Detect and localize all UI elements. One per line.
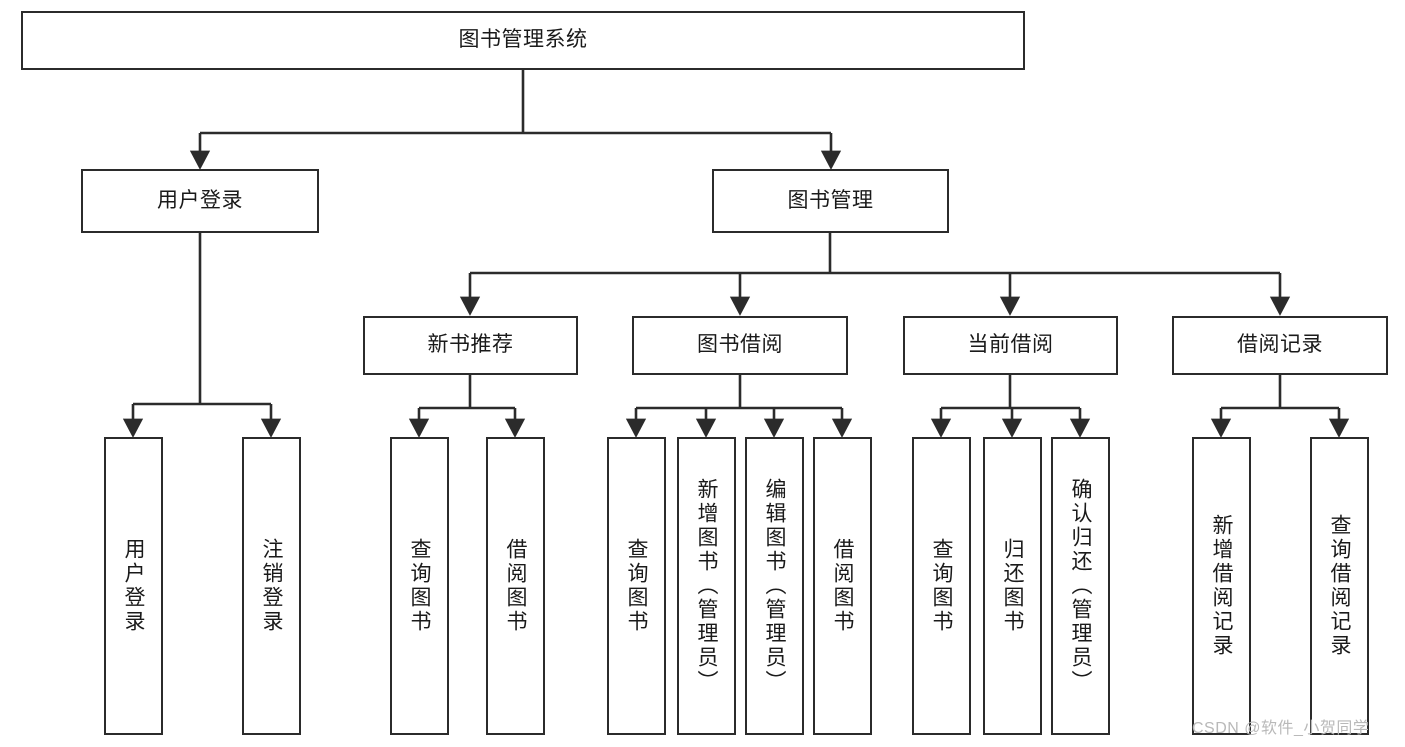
node-leaf-user-login[interactable]: 用户登录 <box>104 437 163 735</box>
node-user-login-label: 用户登录 <box>157 188 243 212</box>
node-leaf-query-book-2-label: 查询图书 <box>625 538 648 634</box>
node-leaf-query-book-2[interactable]: 查询图书 <box>607 437 666 735</box>
edge-bookborrow-to-leaves <box>625 375 853 438</box>
node-new-book-recommend[interactable]: 新书推荐 <box>363 316 578 375</box>
node-leaf-add-record[interactable]: 新增借阅记录 <box>1192 437 1251 735</box>
node-leaf-return-book-label: 归还图书 <box>1001 538 1024 634</box>
node-leaf-user-login-label: 用户登录 <box>122 538 145 634</box>
edge-userlogin-to-leaves <box>122 233 282 438</box>
node-current-borrow[interactable]: 当前借阅 <box>903 316 1118 375</box>
node-leaf-confirm-return-label: 确认归还（管理员） <box>1069 478 1092 694</box>
node-leaf-add-book[interactable]: 新增图书（管理员） <box>677 437 736 735</box>
node-leaf-user-logout-label: 注销登录 <box>260 538 283 634</box>
node-new-book-recommend-label: 新书推荐 <box>427 333 514 357</box>
node-book-manage-label: 图书管理 <box>787 188 874 212</box>
node-leaf-edit-book-label: 编辑图书（管理员） <box>763 478 786 694</box>
node-leaf-add-book-label: 新增图书（管理员） <box>695 478 718 694</box>
node-leaf-add-record-label: 新增借阅记录 <box>1210 514 1233 658</box>
node-leaf-return-book[interactable]: 归还图书 <box>983 437 1042 735</box>
node-book-manage[interactable]: 图书管理 <box>712 169 949 233</box>
node-leaf-edit-book[interactable]: 编辑图书（管理员） <box>745 437 804 735</box>
node-current-borrow-label: 当前借阅 <box>967 333 1054 357</box>
edge-currentborrow-to-leaves <box>930 375 1091 438</box>
node-leaf-user-logout[interactable]: 注销登录 <box>242 437 301 735</box>
node-leaf-borrow-book-2-label: 借阅图书 <box>831 538 854 634</box>
node-leaf-query-book-1[interactable]: 查询图书 <box>390 437 449 735</box>
edge-root-to-level1 <box>189 70 842 170</box>
node-leaf-confirm-return[interactable]: 确认归还（管理员） <box>1051 437 1110 735</box>
edge-borrowrecord-to-leaves <box>1210 375 1350 438</box>
node-leaf-query-record-label: 查询借阅记录 <box>1328 514 1351 658</box>
edge-newbook-to-leaves <box>408 375 526 438</box>
node-user-login[interactable]: 用户登录 <box>81 169 319 233</box>
node-leaf-borrow-book-1-label: 借阅图书 <box>504 538 527 634</box>
node-root[interactable]: 图书管理系统 <box>21 11 1025 70</box>
node-leaf-borrow-book-2[interactable]: 借阅图书 <box>813 437 872 735</box>
node-book-borrow[interactable]: 图书借阅 <box>632 316 848 375</box>
node-leaf-query-book-3-label: 查询图书 <box>930 538 953 634</box>
node-leaf-borrow-book-1[interactable]: 借阅图书 <box>486 437 545 735</box>
node-borrow-record-label: 借阅记录 <box>1237 333 1323 357</box>
node-leaf-query-book-1-label: 查询图书 <box>408 538 431 634</box>
node-leaf-query-record[interactable]: 查询借阅记录 <box>1310 437 1369 735</box>
node-book-borrow-label: 图书借阅 <box>697 333 783 357</box>
node-root-label: 图书管理系统 <box>458 28 588 52</box>
node-leaf-query-book-3[interactable]: 查询图书 <box>912 437 971 735</box>
edge-bookmanage-to-level2 <box>459 233 1291 316</box>
node-borrow-record[interactable]: 借阅记录 <box>1172 316 1388 375</box>
